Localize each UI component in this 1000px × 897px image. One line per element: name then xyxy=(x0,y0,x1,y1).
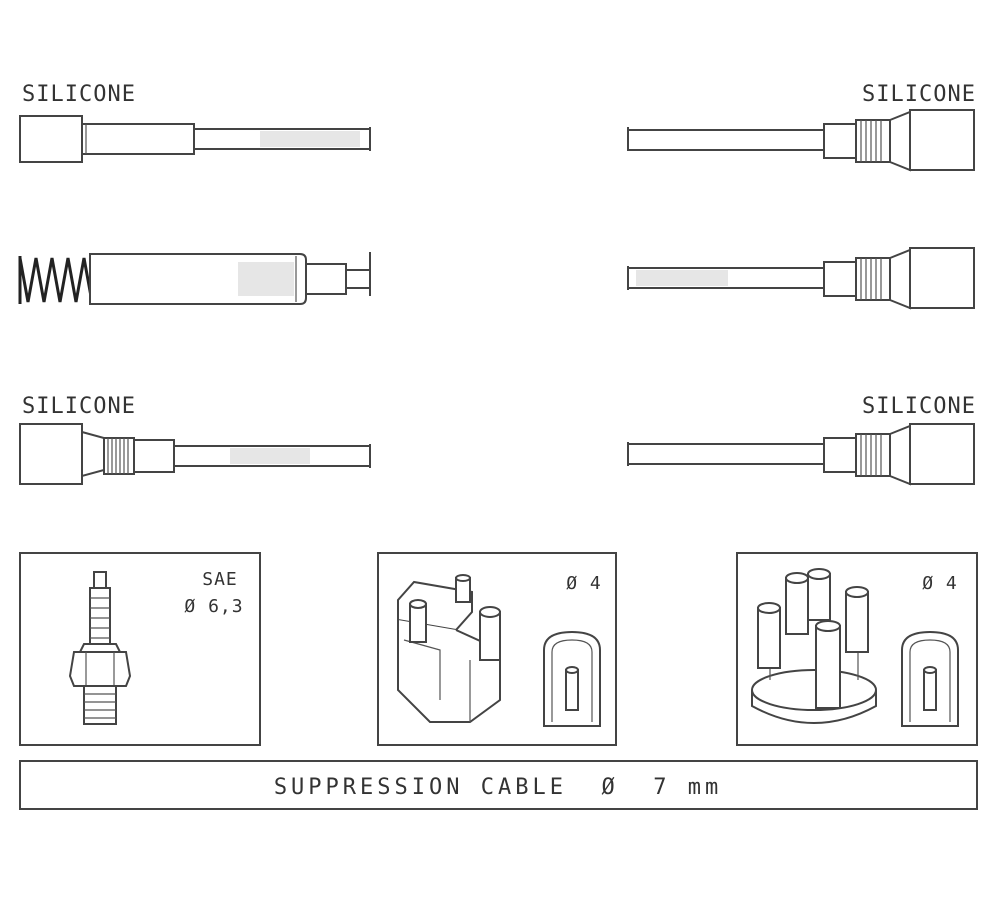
spark-plug-icon xyxy=(68,571,132,725)
panel-distributor-cap-2: Ø 4 xyxy=(736,552,978,746)
suppression-cable-caption: SUPPRESSION CABLE Ø 7 mm xyxy=(274,775,722,800)
silicone-label-bottom-right: SILICONE xyxy=(862,394,976,419)
distributor-cap-top-icon xyxy=(751,568,877,724)
diameter-label-2: Ø 4 xyxy=(922,573,958,594)
boot-ribbed-right-bottom xyxy=(627,423,975,486)
terminal-section-icon-1 xyxy=(543,630,601,727)
panel-spark-plug: SAE Ø 6,3 xyxy=(19,552,261,746)
distributor-cap-side-icon xyxy=(397,574,501,723)
spring-connector-left xyxy=(18,252,371,305)
boot-ribbed-right-top xyxy=(627,109,975,172)
panel-distributor-cap-1: Ø 4 xyxy=(377,552,617,746)
boot-ribbed-right-middle xyxy=(627,247,975,310)
silicone-label-top-left: SILICONE xyxy=(22,82,136,107)
silicone-label-top-right: SILICONE xyxy=(862,82,976,107)
diameter-label-1: Ø 4 xyxy=(566,573,602,594)
sae-diameter-label: Ø 6,3 xyxy=(184,596,243,617)
suppression-cable-banner: SUPPRESSION CABLE Ø 7 mm xyxy=(19,760,978,810)
boot-ribbed-left-bottom xyxy=(19,423,371,485)
sae-label: SAE xyxy=(202,569,238,590)
silicone-label-bottom-left: SILICONE xyxy=(22,394,136,419)
boot-straight-left-top xyxy=(19,115,371,163)
terminal-section-icon-2 xyxy=(901,630,959,727)
